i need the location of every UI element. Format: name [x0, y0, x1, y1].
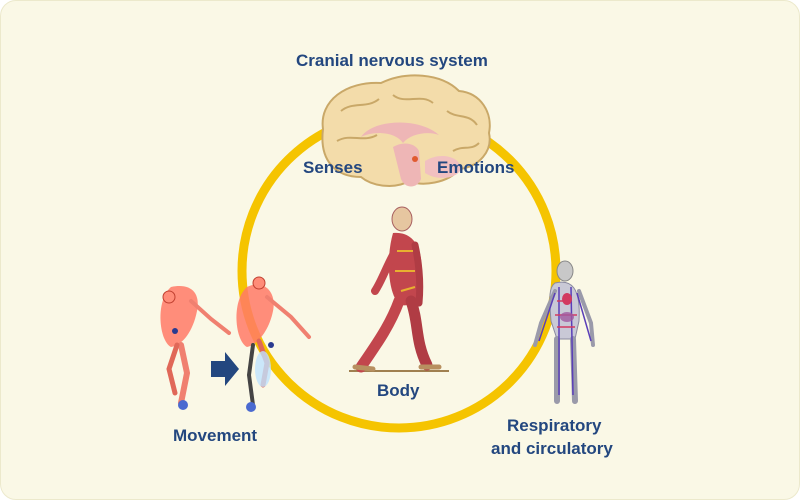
label-senses: Senses	[303, 158, 363, 177]
label-movement: Movement	[173, 426, 258, 445]
label-respiratory-line1: Respiratory	[507, 416, 602, 435]
circulatory-system-figure-icon	[533, 260, 595, 404]
human-muscle-figure-icon	[349, 206, 449, 373]
label-cranial-nervous-system: Cranial nervous system	[296, 51, 488, 70]
arrow-right-icon	[211, 352, 239, 386]
label-emotions: Emotions	[437, 158, 515, 177]
label-body: Body	[377, 381, 420, 400]
running-skeleton-icon	[160, 276, 311, 412]
label-respiratory-line2: and circulatory	[491, 439, 613, 458]
brain-icon	[321, 74, 491, 187]
